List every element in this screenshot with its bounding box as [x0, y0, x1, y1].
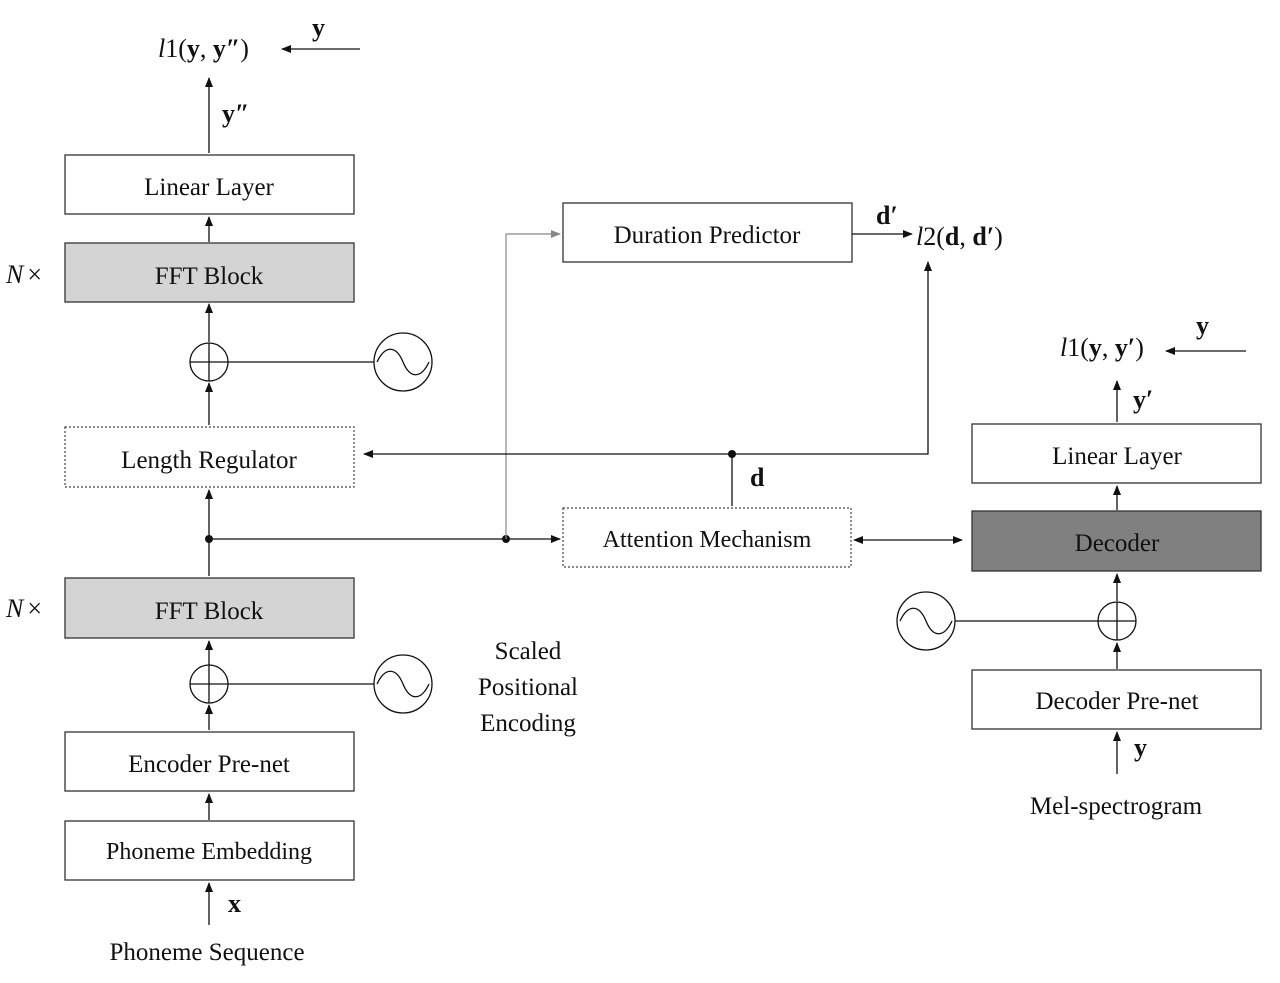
input-x-var: x: [228, 889, 241, 918]
phoneme-embedding-label: Phoneme Embedding: [106, 839, 312, 865]
sum-top-icon: [189, 342, 229, 382]
decoder-prenet: [971, 669, 1262, 730]
duration-pred-var: d′: [876, 201, 898, 230]
decoder-output-var: y′: [1133, 385, 1153, 414]
loss-right-target-var: y: [1196, 311, 1209, 340]
length-regulator-label: Length Regulator: [121, 447, 297, 474]
encoder-to-duration-arrow: [505, 230, 561, 539]
linear-layer-right-label: Linear Layer: [1052, 443, 1182, 470]
sine-wave-bottom-icon: [373, 654, 433, 714]
attention-d-var: d: [750, 463, 765, 492]
decoder: [971, 510, 1262, 572]
attention-mechanism: [562, 507, 852, 568]
loss-duration-formula: l2(d, d′): [916, 222, 1003, 251]
d-to-loss-arrow: [732, 261, 932, 455]
loss-left-target-var: y: [312, 13, 325, 42]
fft-block-top-label: FFT Block: [155, 263, 264, 290]
sine-wave-top-icon: [373, 332, 433, 392]
linear-layer-left-label: Linear Layer: [144, 174, 274, 201]
phoneme-sequence-label: Phoneme Sequence: [109, 939, 304, 966]
fft-block-top: [64, 242, 355, 303]
fft-block-bottom-label: FFT Block: [155, 598, 264, 625]
sum-right-icon: [1097, 601, 1137, 641]
repeat-bottom-label: N×: [5, 594, 42, 623]
fft-block-bottom: [64, 577, 355, 639]
loss-left-formula: l1(y, y″): [158, 34, 249, 63]
loss-right-formula: l1(y, y′): [1060, 333, 1144, 362]
duration-predictor-label: Duration Predictor: [614, 222, 801, 249]
decoder-prenet-label: Decoder Pre-net: [1035, 688, 1198, 715]
linear-layer-right: [971, 423, 1262, 484]
mel-spectrogram-label: Mel-spectrogram: [1030, 793, 1203, 820]
decoder-label: Decoder: [1075, 530, 1160, 557]
linear-layer-left: [64, 154, 355, 215]
duration-predictor: [562, 202, 853, 263]
sum-bottom-icon: [189, 664, 229, 704]
repeat-top-label: N×: [5, 260, 42, 289]
phoneme-embedding: [64, 820, 355, 881]
encoder-output-var: y″: [222, 99, 249, 128]
pe-label-line3: Encoding: [480, 710, 576, 737]
pe-label-line2: Positional: [478, 674, 578, 701]
pe-label-line1: Scaled: [495, 638, 562, 665]
encoder-prenet: [64, 731, 355, 792]
encoder-prenet-label: Encoder Pre-net: [128, 751, 290, 778]
input-y-var: y: [1134, 733, 1147, 762]
sine-wave-right-icon: [896, 591, 956, 651]
attention-mechanism-label: Attention Mechanism: [603, 527, 812, 553]
length-regulator: [64, 426, 355, 488]
